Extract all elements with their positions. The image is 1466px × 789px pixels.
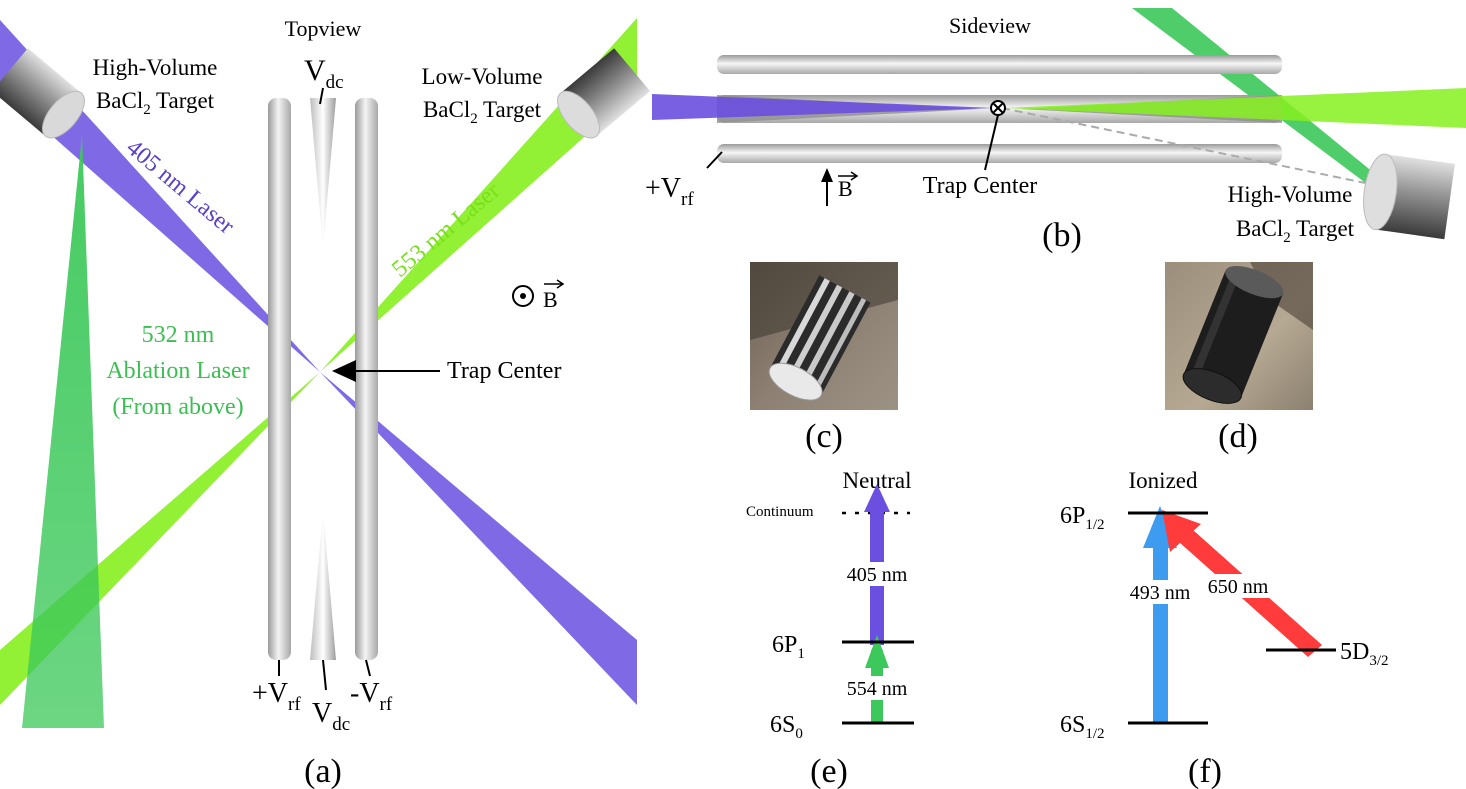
label-405-bg [832, 562, 922, 586]
minus-vrf-leader [365, 659, 371, 677]
low-volume-target-a [557, 48, 651, 139]
b-vector-arrow-icon [544, 279, 565, 289]
dc-cone-top [310, 98, 336, 248]
b-field-label-a: B [543, 287, 558, 312]
high-volume-label-b-line2: BaCl2 Target [1236, 216, 1355, 246]
rod-right [355, 98, 378, 660]
continuum-label: Continuum [746, 504, 814, 520]
caption-a: (a) [304, 753, 342, 789]
side-rod-bottom [717, 144, 1282, 163]
b-vector-arrow-icon-b [838, 171, 859, 181]
ionized-title: Ionized [1129, 468, 1198, 493]
laser-405-beam-bottom [320, 372, 637, 705]
transition-650-label: 650 nm [1208, 576, 1269, 598]
ablation-label-line2: Ablation Laser [106, 358, 249, 384]
minus-vrf-label: -Vrf [350, 678, 393, 715]
level-6p12-label: 6P1/2 [1060, 503, 1105, 533]
side-dashed-line [1001, 107, 1376, 186]
plus-vrf-leader-b [706, 151, 723, 169]
plus-vrf-label-a: +Vrf [252, 678, 301, 715]
trap-center-arrowhead [332, 360, 356, 382]
arrow-650-head [1162, 510, 1201, 552]
photo-d-target-cylinder [1182, 266, 1284, 404]
label-493-bg [1115, 580, 1205, 604]
side-lime-beam [1005, 88, 1466, 128]
arrow-554-head [865, 635, 889, 668]
panel-a: B Topview Vdc High-Volume BaCl2 Target L… [0, 16, 651, 789]
panel-c: (c) [750, 262, 898, 455]
high-volume-label-b-line1: High-Volume [1228, 182, 1353, 207]
transition-554-label: 554 nm [847, 678, 908, 700]
high-volume-label-a-line1: High-Volume [93, 55, 218, 80]
arrow-493-shaft [1153, 540, 1168, 723]
low-volume-label-line2: BaCl2 Target [423, 97, 542, 127]
side-rod-top [717, 55, 1282, 74]
caption-d: (d) [1218, 418, 1258, 455]
trap-center-leader-b [984, 114, 999, 171]
topview-title: Topview [285, 16, 362, 41]
b-field-dot-icon [512, 285, 534, 307]
low-volume-label-line1: Low-Volume [422, 64, 543, 89]
vdc-bottom-label: Vdc [312, 698, 350, 735]
high-volume-label-a-line2: BaCl2 Target [96, 88, 215, 118]
trap-center-label-a: Trap Center [447, 358, 561, 384]
photo-c-target-cylinder [768, 275, 871, 401]
caption-c: (c) [805, 418, 843, 455]
plus-vrf-label-b: +Vrf [645, 173, 694, 210]
laser-553-label: 553 nm Laser [387, 178, 505, 283]
b-field-dot-center [520, 293, 526, 299]
panel-f: Ionized 493 nm 650 nm 6P1/2 5D3/2 6S1/2 … [1060, 468, 1389, 789]
trap-center-label-b: Trap Center [923, 173, 1037, 199]
label-650-bg [1202, 574, 1274, 598]
vdc-bottom-leader [322, 659, 327, 691]
high-volume-target-b [1363, 153, 1455, 240]
laser-553-beam-top [320, 18, 637, 372]
b-field-label-b: B [838, 176, 853, 201]
high-volume-target-a [0, 48, 85, 139]
rod-left [268, 98, 291, 660]
dc-cone-bottom [310, 510, 336, 660]
trap-center-cross-icon [992, 102, 1004, 114]
level-6s12-label: 6S1/2 [1060, 712, 1105, 742]
sideview-title: Sideview [949, 13, 1031, 38]
b-field-up-arrowhead [821, 168, 833, 182]
level-5d32-label: 5D3/2 [1340, 639, 1389, 669]
label-554-bg [833, 676, 923, 700]
panel-b: B Sideview +Vrf Trap Center High-Volume … [645, 8, 1466, 254]
transition-493-label: 493 nm [1130, 582, 1191, 604]
panel-e: Neutral Continuum 405 nm 554 nm 6P1 6S0 … [746, 468, 923, 789]
caption-f: (f) [1188, 753, 1222, 789]
caption-e: (e) [810, 753, 848, 789]
ablation-label-line1: 532 nm [142, 322, 215, 348]
panel-d: (d) [1165, 262, 1313, 455]
ablation-label-line3: (From above) [112, 394, 243, 420]
arrow-405-head [864, 484, 890, 512]
ablation-beam [22, 135, 104, 728]
transition-405-label: 405 nm [847, 564, 908, 586]
side-violet-beam [652, 94, 995, 120]
vdc-top-label: Vdc [304, 54, 344, 93]
caption-b: (b) [1042, 217, 1082, 254]
level-6s0-label: 6S0 [770, 712, 803, 742]
level-6p1-label: 6P1 [772, 632, 805, 662]
vdc-top-leader [319, 87, 324, 105]
